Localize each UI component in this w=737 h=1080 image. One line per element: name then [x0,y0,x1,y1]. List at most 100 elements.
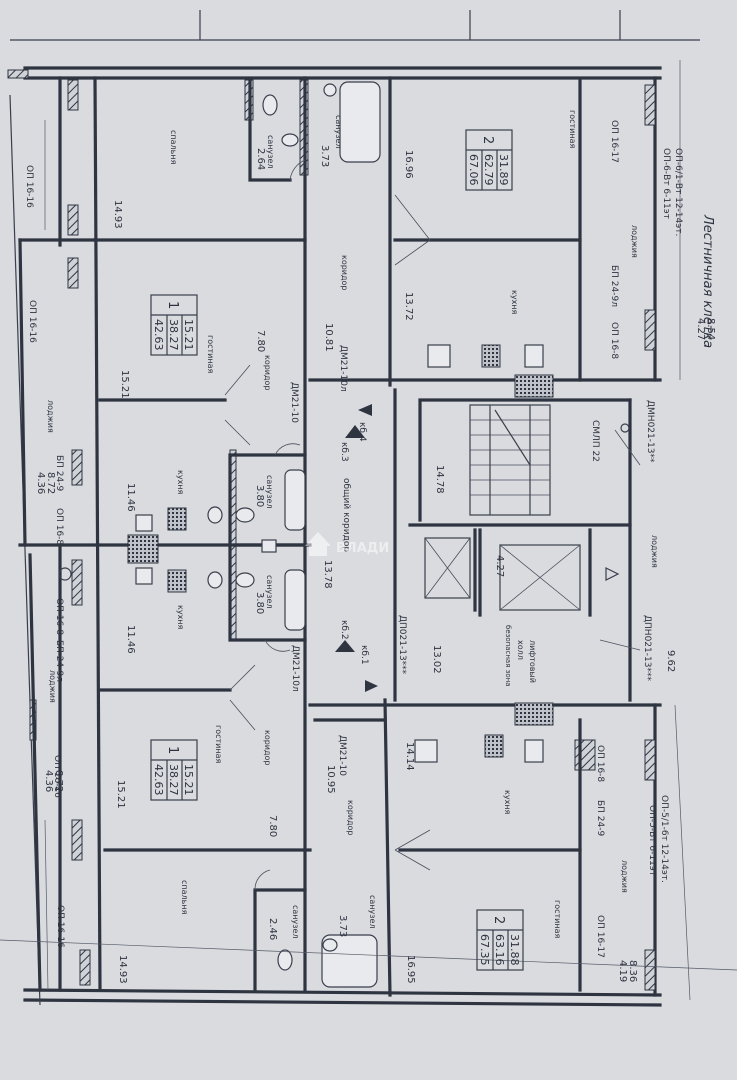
area-value: 14.93 [117,955,128,984]
apartment-table-4: 2 31.88 63.16 67.35 [476,909,524,971]
wall-code: БП 24-9л [54,640,64,682]
wall-code: ОП-6/1-Вт 12-14эт. [673,148,683,236]
apt-total: 62.79 [482,154,495,186]
area-value: 8.72 [53,770,64,792]
area-value: 15.21 [115,780,126,809]
area-value: 4.36 [35,472,46,494]
area-value: 14.93 [112,200,123,229]
area-value: 7.80 [255,330,266,352]
room-label: санузел [266,135,275,169]
area-value: 2.46 [267,918,278,940]
room-label: лоджия [650,535,659,568]
area-value: 10.95 [325,765,336,794]
area-value: 3.73 [337,915,348,937]
area-value: 3.80 [254,592,265,614]
room-label: безопасная зона [504,625,512,687]
wall-code: ОП 16-16 [27,300,37,343]
columns [127,344,554,758]
room-label: холл [516,640,525,660]
wall-code: БП 24-9 [54,455,64,492]
watermark: ВЛАДИ [305,532,389,556]
apartment-table-2: 1 15.21 38.27 42.63 [150,294,198,356]
area-value: 13.02 [431,645,442,674]
bathroom-fixtures [135,81,544,988]
apartment-table-3: 1 15.21 38.27 42.63 [150,739,198,801]
wall-code: ОП 16-16 [24,165,34,208]
room-label: санузел [265,575,274,609]
area-value: 13.72 [403,292,414,321]
room-label: коридор [263,355,272,391]
apt-living: 15.21 [182,764,195,796]
area-value: 11.46 [125,483,136,512]
area-value: 8.54 [705,318,716,340]
wall-code: ОП 16-8 [609,322,619,359]
room-label: гостиная [568,110,577,148]
area-value: 3.73 [319,145,330,167]
wall-code: ОП-6-Вт 6-11эт [661,148,671,219]
room-label: лоджия [630,225,639,258]
room-label: спальня [169,130,178,165]
room-label: санузел [291,905,300,939]
room-label: санузел [265,475,274,509]
door-code: ДПН021-13*** [642,615,652,681]
apt-living: 31.89 [497,154,510,186]
apt-rooms: 1 [165,301,180,309]
apt-total: 38.27 [167,319,180,351]
level-label: кб.2 [339,620,349,640]
area-value: 15.21 [119,370,130,399]
elevators [424,537,581,611]
wall-code: БП 24-9л [609,265,619,307]
door-code: ДМН021-13** [645,400,655,463]
room-label: кухня [503,790,512,815]
apt-rooms: 2 [480,136,495,144]
dimension-lines [0,60,737,1001]
apt-total: 38.27 [167,764,180,796]
apt-with-loggia: 67.06 [467,154,480,186]
door-code: ДМ21-10л [338,345,348,392]
wall-code: ОП 16-17 [609,120,619,163]
room-label: кухня [176,605,185,630]
level-label: кб.3 [339,442,349,462]
apt-with-loggia: 42.63 [152,319,165,351]
room-label: лоджия [620,860,629,893]
apt-rooms: 1 [165,746,180,754]
room-label: коридор [346,800,355,836]
staircase-title-text: Лестничная клетка [700,214,715,348]
apartment-table-1: 2 31.89 62.79 67.06 [465,129,513,191]
room-label: санузел [334,115,343,149]
room-label: гостиная [206,335,215,373]
door-code: ДМ21-10 [289,382,299,423]
apt-living: 31.88 [508,934,521,966]
wall-code: ОП 16-16 [55,905,65,948]
door-swings [224,159,641,891]
area-value: 11.46 [125,625,136,654]
area-value: 14.14 [404,742,415,771]
door-code-labels: ДМ21-10л ДМ21-10 ДМ21-10 ДМ21-10л ДМН021… [289,345,655,776]
area-value: 10.81 [323,323,334,352]
wall-code: ОП-5/1-6т 12-14эт. [659,795,669,883]
watermark-logo-icon [305,532,331,556]
area-value: 4.19 [617,960,628,982]
wall-code: ОП 16-8 [54,598,64,635]
area-value: 8.72 [45,472,56,494]
wall-code: ОП 16-16 [52,755,62,798]
area-value: 4.27 [494,555,505,577]
room-label: лоджия [48,670,57,703]
level-labels: кб 4 кб.3 кб.2 кб.1 [339,422,369,665]
level-markers [58,404,630,692]
area-value: 8.36 [627,960,638,982]
room-label: санузел [368,895,377,929]
area-value: 16.95 [405,955,416,984]
area-value: 7.80 [267,815,278,837]
apt-living: 15.21 [182,319,195,351]
area-labels: 14.93 2.64 3.73 16.96 13.72 10.81 7.80 1… [35,145,716,984]
room-label: гостиная [553,900,562,938]
area-value: 4.27 [695,318,706,340]
area-value: 13.78 [322,560,333,589]
apt-with-loggia: 42.63 [152,764,165,796]
staircase-title: Лестничная клетка [700,214,715,348]
apt-rooms: 2 [491,916,506,924]
area-value: 9.62 [665,650,676,672]
room-label: кухня [510,290,519,315]
